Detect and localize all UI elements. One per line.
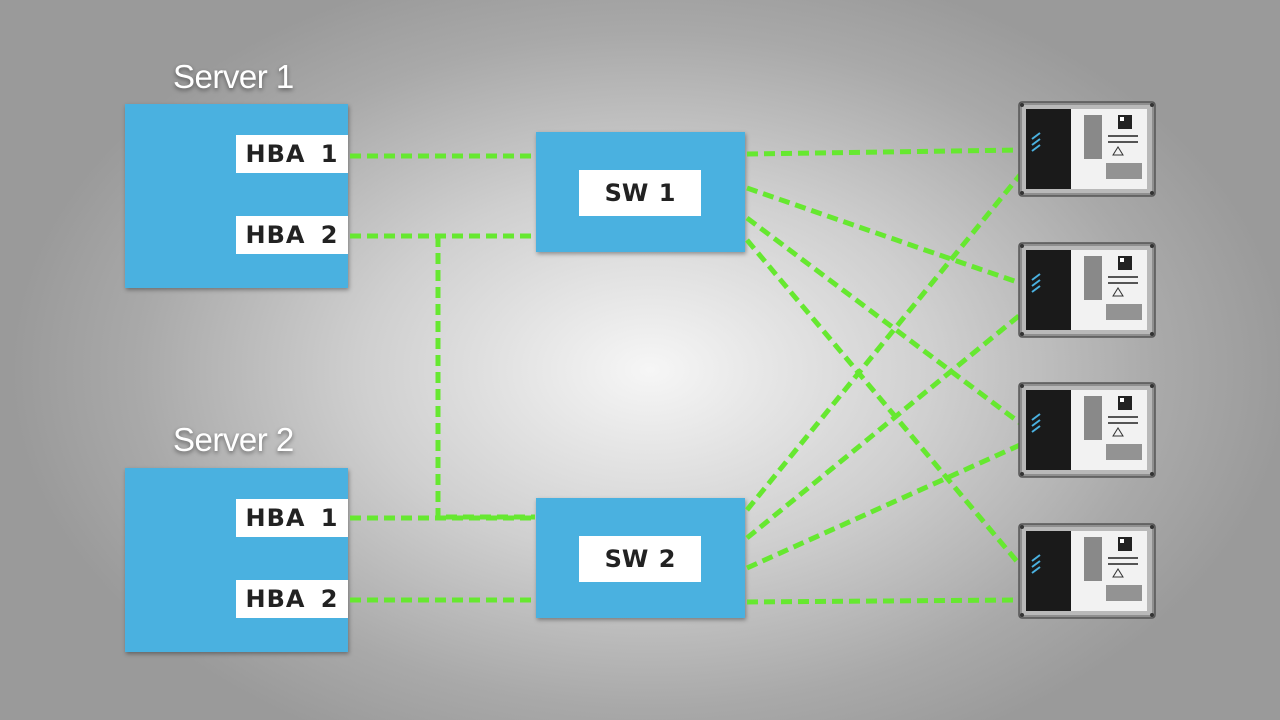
link-sw2-drive4: [746, 597, 1021, 605]
link-sw1-drive1: [746, 147, 1021, 157]
link-sw1-drive2: [746, 185, 1021, 286]
server-1-title: Server 1: [173, 58, 294, 95]
link-sw2-drive1: [745, 173, 1022, 512]
server-2-title: Server 2: [173, 421, 294, 458]
server-1-hba-1-label: HBA 1: [236, 135, 348, 173]
ssd-drive-3: [1018, 382, 1156, 478]
server-1-hba-2-label: HBA 2: [236, 216, 348, 254]
link-s1hba2-sw2: [435, 236, 535, 520]
server-2-box: HBA 1 HBA 2: [125, 468, 348, 652]
switch-2-box: SW 2: [536, 498, 745, 618]
server-1-box: HBA 1 HBA 2: [125, 104, 348, 288]
ssd-drive-4: [1018, 523, 1156, 619]
switch-1-box: SW 1: [536, 132, 745, 252]
link-sw1-drive4: [745, 238, 1022, 567]
server-2-hba-1-label: HBA 1: [236, 499, 348, 537]
server-2-hba-2-label: HBA 2: [236, 580, 348, 618]
ssd-drive-2: [1018, 242, 1156, 338]
link-sw1-drive3: [745, 216, 1022, 425]
switch-1-label: SW 1: [579, 170, 701, 216]
link-sw2-drive2: [745, 313, 1022, 540]
switch-2-label: SW 2: [579, 536, 701, 582]
ssd-drive-1: [1018, 101, 1156, 197]
